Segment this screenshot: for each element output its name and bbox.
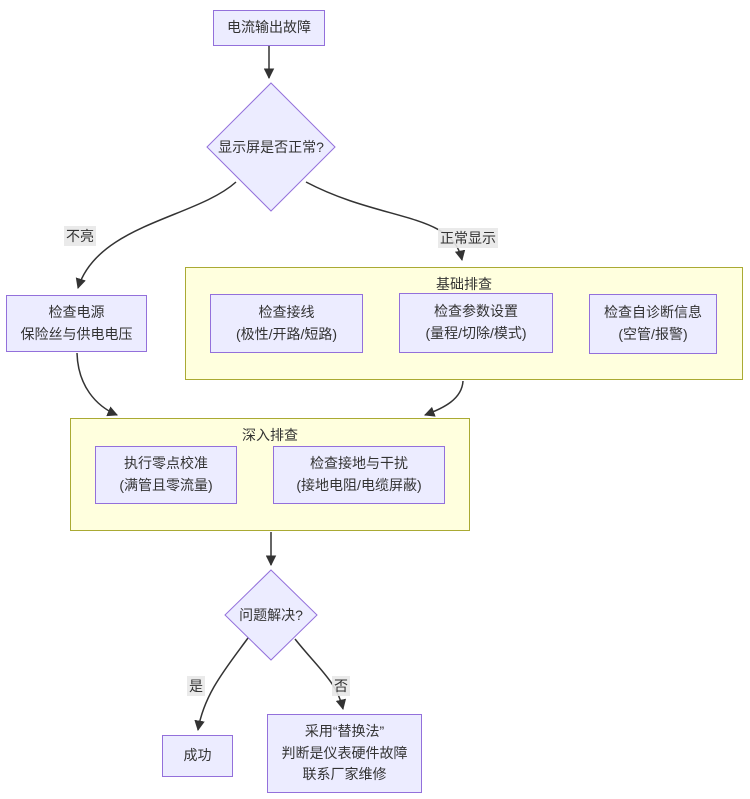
node-success: 成功: [162, 735, 233, 777]
edge-label-dark: 不亮: [64, 226, 96, 246]
node-check-grounding: 检查接地与干扰 (接地电阻/电缆屏蔽): [273, 446, 445, 504]
node-zero-calibration: 执行零点校准 (满管且零流量): [95, 446, 237, 504]
edge-display-decision-to-basic-checks: [305, 181, 466, 262]
edge-solved-decision-to-success: [194, 637, 249, 732]
node-check-wiring: 检查接线 (极性/开路/短路): [210, 294, 363, 353]
edge-label-normal-display: 正常显示: [438, 228, 498, 248]
display-decision-label: 显示屏是否正常?: [218, 139, 324, 155]
node-replace-method: 采用“替换法” 判断是仪表硬件故障 联系厂家维修: [267, 714, 422, 793]
edge-check-power-to-deep-checks: [76, 352, 118, 417]
subgraph-deep-title: 深入排查: [242, 427, 298, 443]
node-start: 电流输出故障: [213, 10, 325, 46]
edge-label-yes: 是: [187, 676, 205, 696]
subgraph-basic-title: 基础排查: [436, 276, 492, 292]
edge-basic-checks-to-deep-checks: [424, 380, 464, 417]
solved-decision-label: 问题解决?: [239, 607, 303, 623]
node-check-params: 检查参数设置 (量程/切除/模式): [399, 293, 553, 353]
node-check-diagnostics: 检查自诊断信息 (空管/报警): [589, 294, 717, 354]
edge-label-no: 否: [332, 676, 350, 696]
edge-solved-decision-to-replace: [294, 638, 347, 711]
node-check-power: 检查电源 保险丝与供电电压: [6, 295, 147, 352]
